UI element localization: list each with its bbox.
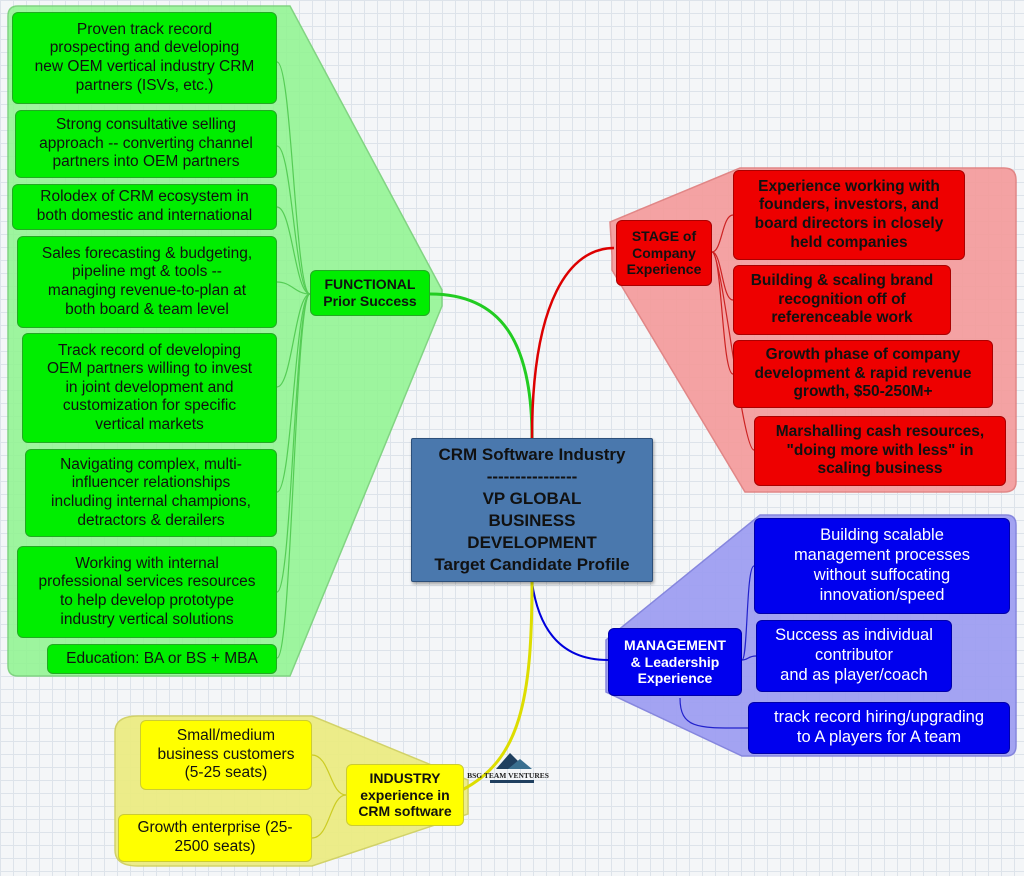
management-item-scalable-processes[interactable]: Building scalable management processes w… bbox=[754, 518, 1010, 614]
logo-mountain-icon bbox=[490, 753, 534, 783]
functional-item-oem-partners[interactable]: Track record of developing OEM partners … bbox=[22, 333, 277, 443]
industry-leaf-connectors bbox=[311, 754, 347, 839]
functional-item-sales-forecasting[interactable]: Sales forecasting & budgeting, pipeline … bbox=[17, 236, 277, 328]
branch-stage[interactable]: STAGE of Company Experience bbox=[616, 220, 712, 286]
functional-item-navigating-relationships[interactable]: Navigating complex, multi- influencer re… bbox=[25, 449, 277, 537]
central-topic-industry: CRM Software Industry bbox=[438, 444, 626, 464]
stage-item-founders-investors[interactable]: Experience working with founders, invest… bbox=[733, 170, 965, 260]
connector-stage bbox=[530, 246, 615, 439]
central-topic-subtitle: Target Candidate Profile bbox=[434, 555, 630, 575]
stage-leaf-connectors bbox=[711, 214, 755, 451]
management-leaf-connectors bbox=[679, 565, 757, 729]
stage-item-marshalling-cash[interactable]: Marshalling cash resources, "doing more … bbox=[754, 416, 1006, 486]
stage-item-brand-recognition[interactable]: Building & scaling brand recognition off… bbox=[733, 265, 951, 335]
branch-functional[interactable]: FUNCTIONAL Prior Success bbox=[310, 270, 430, 316]
central-topic-title: VP GLOBAL BUSINESS DEVELOPMENT bbox=[467, 488, 597, 553]
central-topic-divider: ---------------- bbox=[486, 466, 578, 486]
management-item-hiring[interactable]: track record hiring/upgrading to A playe… bbox=[748, 702, 1010, 754]
management-item-individual-contributor[interactable]: Success as individual contributor and as… bbox=[756, 620, 952, 692]
functional-item-consultative-selling[interactable]: Strong consultative selling approach -- … bbox=[15, 110, 277, 178]
functional-item-professional-services[interactable]: Working with internal professional servi… bbox=[17, 546, 277, 638]
bsg-team-ventures-logo: BSG TEAM VENTURES bbox=[462, 745, 554, 797]
branch-management[interactable]: MANAGEMENT & Leadership Experience bbox=[608, 628, 742, 696]
connector-management bbox=[531, 581, 609, 661]
functional-leaf-connectors bbox=[276, 61, 311, 659]
central-topic[interactable]: CRM Software Industry ---------------- V… bbox=[411, 438, 653, 582]
functional-item-education[interactable]: Education: BA or BS + MBA bbox=[47, 644, 277, 674]
stage-item-growth-phase[interactable]: Growth phase of company development & ra… bbox=[733, 340, 993, 408]
industry-item-small-medium[interactable]: Small/medium business customers (5-25 se… bbox=[140, 720, 312, 790]
logo-text: BSG TEAM VENTURES bbox=[467, 771, 549, 780]
connector-functional bbox=[429, 292, 534, 439]
industry-item-growth-enterprise[interactable]: Growth enterprise (25- 2500 seats) bbox=[118, 814, 312, 862]
functional-item-rolodex[interactable]: Rolodex of CRM ecosystem in both domesti… bbox=[12, 184, 277, 230]
connector-industry bbox=[461, 581, 534, 792]
functional-item-track-record[interactable]: Proven track record prospecting and deve… bbox=[12, 12, 277, 104]
branch-industry[interactable]: INDUSTRY experience in CRM software bbox=[346, 764, 464, 826]
